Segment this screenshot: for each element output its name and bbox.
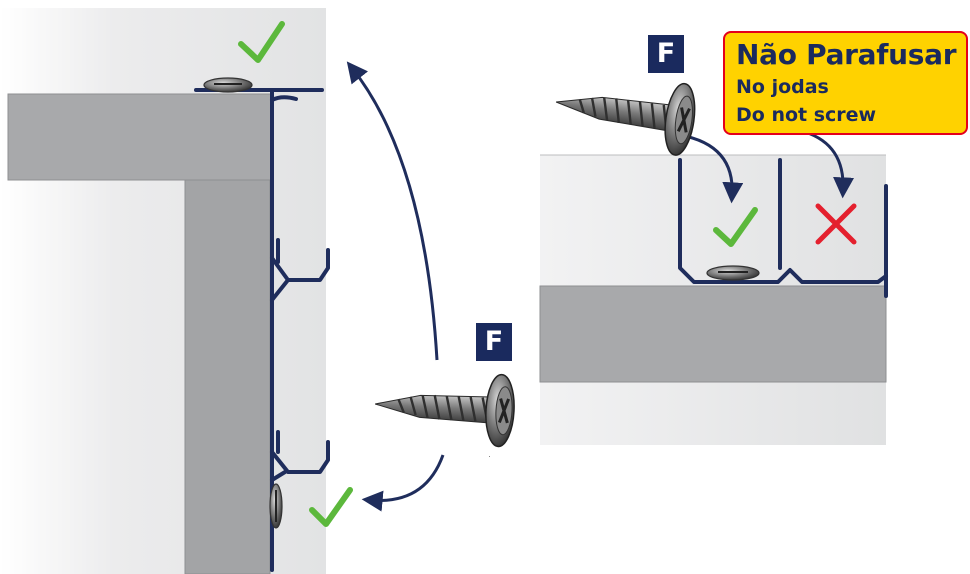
arrow-up xyxy=(346,61,439,361)
screw-head-bottom xyxy=(269,483,283,529)
screw-top-right xyxy=(549,64,701,159)
cross-icon xyxy=(815,203,857,245)
warning-line-es: No jodas xyxy=(736,76,829,98)
right-assembly xyxy=(539,130,888,445)
left-assembly xyxy=(0,8,353,574)
profile-section xyxy=(678,158,888,298)
label-f-top: F xyxy=(648,35,684,73)
panel-horizontal xyxy=(7,93,274,181)
panel-vertical xyxy=(184,179,271,574)
panel-right xyxy=(539,285,887,383)
checkmark-icon xyxy=(713,207,758,247)
arrow-down xyxy=(361,454,445,512)
warning-title: Não Parafusar xyxy=(736,38,957,71)
do-not-screw-warning: Não Parafusar No jodas Do not screw xyxy=(723,31,968,135)
label-f-middle: F xyxy=(476,323,512,361)
divider-dot xyxy=(489,456,490,457)
checkmark-icon xyxy=(309,487,353,527)
checkmark-icon xyxy=(238,21,285,63)
screw-head-right xyxy=(706,265,760,281)
screw-middle xyxy=(371,366,518,449)
warning-line-en: Do not screw xyxy=(736,104,877,126)
screw-head-top xyxy=(203,77,253,93)
